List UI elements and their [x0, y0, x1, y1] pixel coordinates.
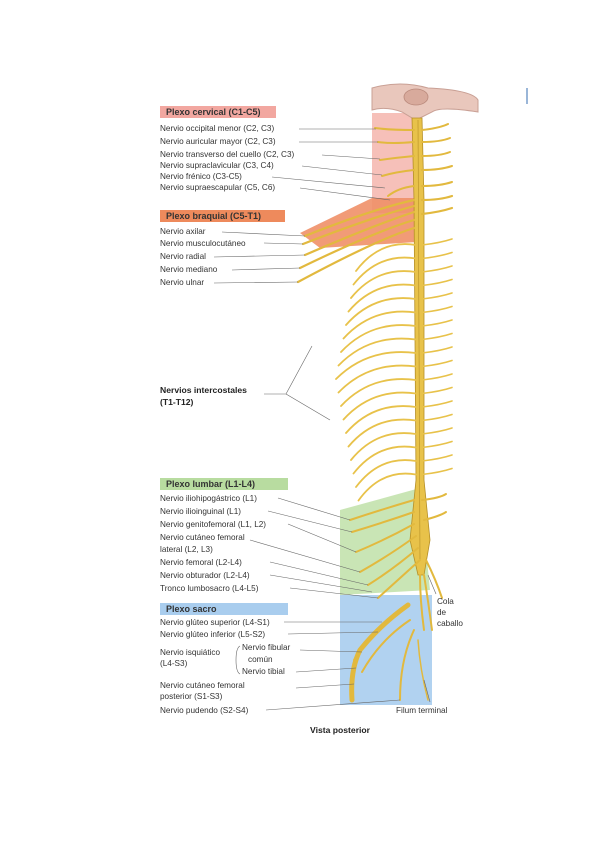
brainstem — [371, 83, 479, 126]
sacral-nerve-label: Nervio cutáneo femoral — [160, 681, 245, 690]
intercostal-nerve-right — [421, 373, 453, 381]
intercostal-label-line2: (T1-T12) — [160, 397, 194, 407]
filum-label: Filum terminal — [396, 706, 448, 715]
intercostal-nerve-left — [352, 445, 417, 475]
brachial-nerve-label: Nervio axilar — [160, 227, 206, 236]
cervical-header-bg — [160, 106, 276, 118]
brachial-nerve-label: Nervio radial — [160, 252, 206, 261]
intercostal-nerve-left — [337, 364, 417, 394]
sacral-header-bg — [160, 603, 288, 615]
cauda-label: de — [437, 608, 447, 617]
lumbar-nerve-label: Nervio femoral (L2-L4) — [160, 558, 242, 567]
sciatic-label: Nervio isquiático — [160, 648, 221, 657]
intercostal-nerve-right — [421, 346, 453, 354]
cauda-label: Cola — [437, 597, 454, 606]
intercostal-nerve-right — [421, 440, 453, 449]
sciatic-branch-label: Nervio fibular — [242, 643, 291, 652]
cervical-nerve-label: Nervio frénico (C3-C5) — [160, 172, 242, 181]
intercostal-nerve-left — [355, 243, 417, 272]
intercostal-nerve-right — [421, 454, 453, 462]
sciatic-label-roots: (L4-S3) — [160, 659, 188, 668]
sacral-nerve-label: posterior (S1-S3) — [160, 692, 223, 701]
intercostal-nerve-right — [421, 278, 453, 287]
intercostal-nerve-left — [342, 391, 417, 421]
lumbar-nerve-label: Nervio obturador (L2-L4) — [160, 571, 250, 580]
lumbar-nerve-label: Tronco lumbosacro (L4-L5) — [160, 584, 259, 593]
intercostal-nerve-left — [347, 418, 417, 448]
intercostal-nerve-right — [421, 319, 453, 327]
intercostal-nerve-right — [421, 265, 453, 273]
sacral-title: Plexo sacro — [166, 604, 217, 614]
intercostal-nerve-left — [345, 405, 417, 434]
intercostal-nerve-left — [350, 432, 417, 461]
sacral-nerve-label: Nervio glúteo superior (L4-S1) — [160, 618, 270, 627]
intercostal-nerve-left — [355, 459, 417, 488]
figure-caption: Vista posterior — [310, 725, 371, 735]
brachial-nerve-label: Nervio musculocutáneo — [160, 239, 246, 248]
cervical-title: Plexo cervical (C1-C5) — [166, 107, 261, 117]
intercostal-label-line1: Nervios intercostales — [160, 385, 247, 395]
intercostal-nerve-right — [421, 413, 453, 422]
intercostal-nerve-left — [340, 324, 417, 353]
intercostal-nerve-left — [345, 297, 417, 326]
brachial-nerves — [296, 194, 454, 284]
sacral-nerve-label: Nervio pudendo (S2-S4) — [160, 706, 249, 715]
brachial-nerve-label: Nervio ulnar — [160, 278, 204, 287]
lumbar-sacral-nerves — [349, 493, 447, 631]
intercostal-nerves — [335, 238, 453, 502]
intercostal-nerve-left — [340, 378, 417, 407]
intercostal-nerve-left — [357, 472, 417, 502]
intercostal-nerve-left — [342, 310, 417, 340]
lumbar-title: Plexo lumbar (L1-L4) — [166, 479, 255, 489]
intercostal-nerve-right — [421, 238, 453, 246]
cervical-nerve-label: Nervio occipital menor (C2, C3) — [160, 124, 274, 133]
intercostal-nerve-right — [421, 332, 453, 341]
cervical-nerve-label: Nervio supraescapular (C5, C6) — [160, 183, 275, 192]
intercostal-nerve-right — [421, 427, 453, 435]
intercostal-nerve-right — [421, 400, 453, 408]
intercostal-nerve-right — [421, 386, 453, 395]
intercostal-nerve-left — [352, 256, 417, 286]
sacral-region — [340, 595, 432, 705]
intercostal-nerve-right — [421, 305, 453, 314]
cervical-nerve-label: Nervio transverso del cuello (C2, C3) — [160, 150, 295, 159]
intercostal-nerve-right — [421, 292, 453, 300]
sciatic-branch-label: Nervio tibial — [242, 667, 285, 676]
intercostal-nerve-right — [421, 251, 453, 260]
brachial-nerve-label: Nervio mediano — [160, 265, 218, 274]
sciatic-branch-label: común — [248, 655, 273, 664]
intercostal-nerve-left — [347, 283, 417, 313]
brachial-header-bg — [160, 210, 285, 222]
leader-lines — [213, 128, 437, 711]
cauda-label: caballo — [437, 619, 463, 628]
lumbar-nerve-label: Nervio iliohipogástrico (L1) — [160, 494, 257, 503]
brachial-title: Plexo braquial (C5-T1) — [166, 211, 261, 221]
intercostal-nerve-left — [350, 270, 417, 299]
cervical-nerve-label: Nervio supraclavicular (C3, C4) — [160, 161, 274, 170]
cervical-nerve-label: Nervio auricular mayor (C2, C3) — [160, 137, 276, 146]
lumbar-nerve-label: Nervio ilioinguinal (L1) — [160, 507, 241, 516]
lumbar-nerve-label: lateral (L2, L3) — [160, 545, 213, 554]
intercostal-nerve-left — [335, 351, 417, 380]
intercostal-nerve-right — [421, 467, 453, 476]
sacral-nerve-label: Nervio glúteo inferior (L5-S2) — [160, 630, 265, 639]
sciatic-nerve — [349, 602, 429, 703]
intercostal-nerve-right — [421, 359, 453, 368]
lumbar-header-bg — [160, 478, 288, 490]
cervical-nerves — [374, 123, 453, 197]
intercostal-nerve-left — [337, 337, 417, 367]
lumbar-nerve-label: Nervio genitofemoral (L1, L2) — [160, 520, 266, 529]
lumbar-nerve-label: Nervio cutáneo femoral — [160, 533, 245, 542]
